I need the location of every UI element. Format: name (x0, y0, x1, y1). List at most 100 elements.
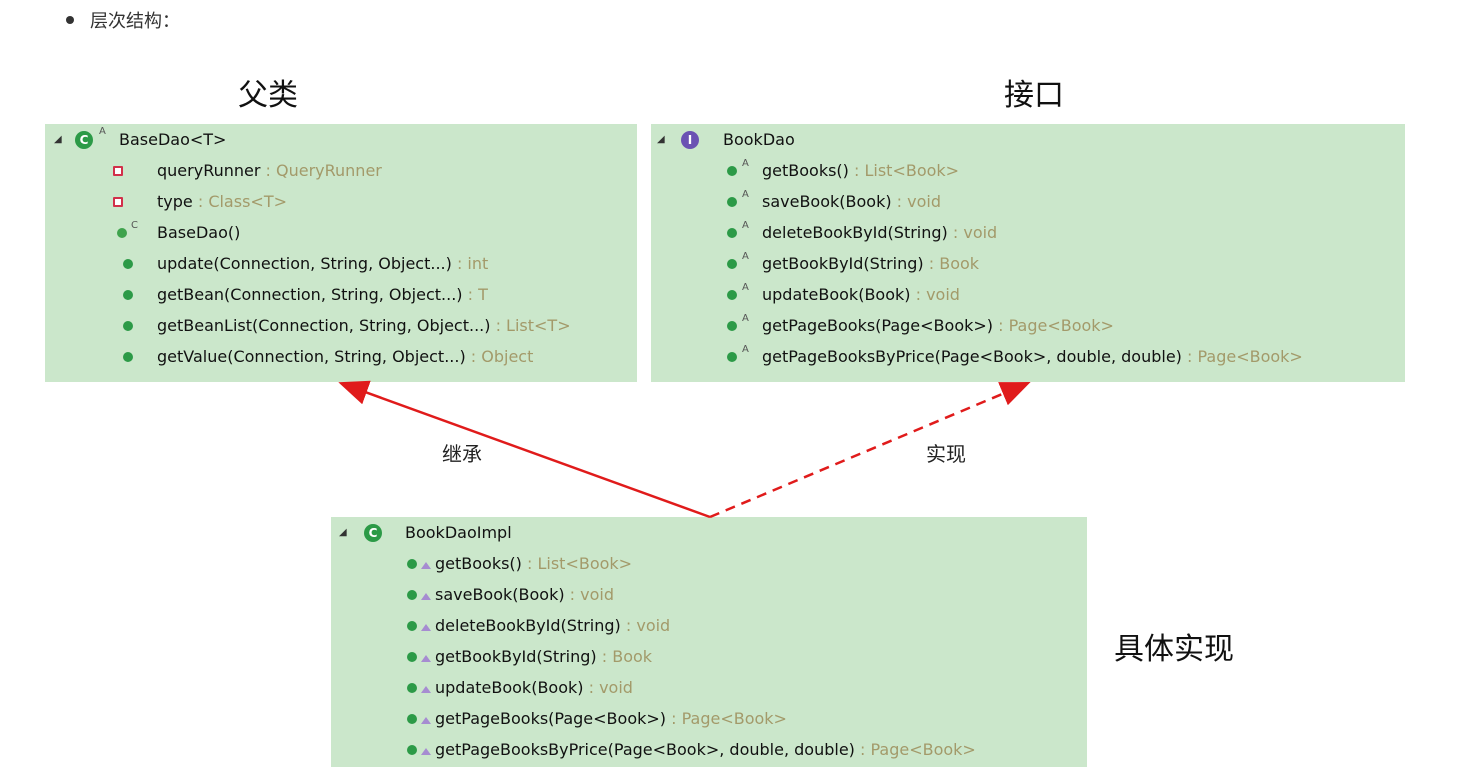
method-row[interactable]: updateBook(Book) : void (331, 672, 1087, 703)
public-method-icon (123, 351, 133, 362)
method-row[interactable]: update(Connection, String, Object...) : … (45, 248, 637, 279)
method-signature: deleteBookById(String) (435, 616, 621, 635)
method-row[interactable]: getPageBooksByPrice(Page<Book>, double, … (331, 734, 1087, 765)
basedao-panel: ◢ C A BaseDao<T> queryRunner : QueryRunn… (45, 124, 637, 382)
method-return-type: : void (891, 192, 941, 211)
method-return-type: : T (462, 285, 488, 304)
abstract-marker: A (742, 282, 749, 293)
method-signature: getPageBooks(Page<Book>) (762, 316, 994, 335)
field-type: : QueryRunner (260, 161, 382, 180)
field-row[interactable]: type : Class<T> (45, 186, 637, 217)
method-return-type: : Book (923, 254, 980, 273)
method-return-type: : void (910, 285, 960, 304)
field-name: queryRunner (157, 161, 261, 180)
method-row[interactable]: getBookById(String) : Book (331, 641, 1087, 672)
method-signature: saveBook(Book) (762, 192, 892, 211)
public-method-icon (407, 589, 417, 600)
method-row[interactable]: A updateBook(Book) : void (651, 279, 1405, 310)
method-return-type: : void (564, 585, 614, 604)
public-method-icon (727, 289, 737, 300)
expand-triangle-icon[interactable]: ◢ (54, 134, 62, 145)
abstract-class-icon: C (75, 130, 93, 149)
override-marker-icon (421, 748, 431, 755)
field-row[interactable]: queryRunner : QueryRunner (45, 155, 637, 186)
method-signature: getBean(Connection, String, Object...) (157, 285, 463, 304)
abstract-marker: A (742, 251, 749, 262)
method-return-type: : Page<Book> (1181, 347, 1303, 366)
class-icon: C (364, 523, 382, 542)
method-row[interactable]: saveBook(Book) : void (331, 579, 1087, 610)
interface-icon: I (681, 130, 699, 149)
bookdao-title-row[interactable]: ◢ I BookDao (651, 124, 1405, 155)
method-row[interactable]: getPageBooks(Page<Book>) : Page<Book> (331, 703, 1087, 734)
heading-implementation: 具体实现 (1114, 632, 1234, 667)
public-method-icon (407, 682, 417, 693)
method-signature: saveBook(Book) (435, 585, 565, 604)
method-row[interactable]: A getPageBooks(Page<Book>) : Page<Book> (651, 310, 1405, 341)
override-marker-icon (421, 717, 431, 724)
constructor-row[interactable]: C BaseDao() (45, 217, 637, 248)
heading-parent-class: 父类 (238, 78, 298, 113)
expand-triangle-icon[interactable]: ◢ (339, 527, 347, 538)
bookdaoimpl-panel: ◢ C BookDaoImpl getBooks() : List<Book> … (331, 517, 1087, 767)
basedao-title-row[interactable]: ◢ C A BaseDao<T> (45, 124, 637, 155)
method-return-type: : Page<Book> (993, 316, 1114, 335)
method-row[interactable]: getBean(Connection, String, Object...) :… (45, 279, 637, 310)
method-signature: getBooks() (762, 161, 849, 180)
method-row[interactable]: A getPageBooksByPrice(Page<Book>, double… (651, 341, 1405, 372)
private-field-icon (113, 196, 123, 207)
method-row[interactable]: getBeanList(Connection, String, Object..… (45, 310, 637, 341)
method-return-type: : void (620, 616, 671, 635)
bullet-dot (66, 16, 74, 24)
abstract-marker: A (742, 189, 749, 200)
public-method-icon (727, 196, 737, 207)
public-method-icon (727, 165, 737, 176)
public-method-icon (407, 651, 417, 662)
method-row[interactable]: getValue(Connection, String, Object...) … (45, 341, 637, 372)
method-signature: updateBook(Book) (435, 678, 584, 697)
bookdao-panel: ◢ I BookDao A getBooks() : List<Book> A … (651, 124, 1405, 382)
method-row[interactable]: deleteBookById(String) : void (331, 610, 1087, 641)
public-method-icon (123, 320, 133, 331)
override-marker-icon (421, 655, 431, 662)
method-return-type: : int (451, 254, 489, 273)
method-row[interactable]: getBooks() : List<Book> (331, 548, 1087, 579)
method-return-type: : List<T> (490, 316, 571, 335)
constructor-name: BaseDao() (157, 223, 241, 242)
realize-label: 实现 (926, 442, 966, 466)
method-row[interactable]: A saveBook(Book) : void (651, 186, 1405, 217)
method-return-type: : List<Book> (521, 554, 633, 573)
method-return-type: : Page<Book> (854, 740, 976, 759)
public-method-icon (407, 620, 417, 631)
override-marker-icon (421, 624, 431, 631)
method-signature: getPageBooksByPrice(Page<Book>, double, … (762, 347, 1182, 366)
method-signature: updateBook(Book) (762, 285, 911, 304)
abstract-marker: A (742, 158, 749, 169)
inheritance-arrow (338, 380, 711, 519)
expand-triangle-icon[interactable]: ◢ (657, 134, 665, 145)
method-return-type: : void (583, 678, 633, 697)
field-type: : Class<T> (192, 192, 287, 211)
heading-interface: 接口 (1004, 78, 1064, 113)
private-field-icon (113, 165, 123, 176)
method-row[interactable]: A deleteBookById(String) : void (651, 217, 1405, 248)
public-method-icon (727, 227, 737, 238)
method-return-type: : List<Book> (848, 161, 960, 180)
method-signature: getBooks() (435, 554, 522, 573)
method-signature: getPageBooksByPrice(Page<Book>, double, … (435, 740, 855, 759)
abstract-marker: A (742, 313, 749, 324)
method-return-type: : Page<Book> (666, 709, 787, 728)
public-method-icon (407, 558, 417, 569)
bookdaoimpl-title-row[interactable]: ◢ C BookDaoImpl (331, 517, 1087, 548)
public-method-icon (123, 258, 133, 269)
method-return-type: : void (947, 223, 998, 242)
override-marker-icon (421, 686, 431, 693)
public-method-icon (727, 320, 737, 331)
bookdaoimpl-title: BookDaoImpl (405, 523, 512, 542)
method-signature: getValue(Connection, String, Object...) (157, 347, 466, 366)
method-signature: getBookById(String) (435, 647, 597, 666)
method-row[interactable]: A getBookById(String) : Book (651, 248, 1405, 279)
method-signature: deleteBookById(String) (762, 223, 948, 242)
method-row[interactable]: A getBooks() : List<Book> (651, 155, 1405, 186)
override-marker-icon (421, 562, 431, 569)
